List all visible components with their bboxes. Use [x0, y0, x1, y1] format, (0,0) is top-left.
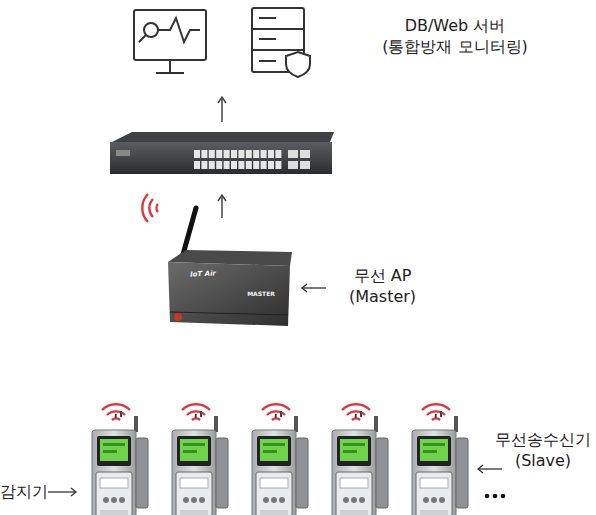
switch-port: [224, 150, 230, 158]
wireless-ap: [168, 208, 292, 326]
switch-port: [246, 150, 252, 158]
switch-port: [253, 161, 259, 169]
leader-arrow: [302, 284, 326, 292]
detector-device: [92, 411, 148, 515]
switch-port: [261, 150, 267, 158]
leader-arrow: [48, 465, 502, 496]
detector-device: [172, 411, 228, 515]
switch-port: [246, 161, 252, 169]
device-group: 무선 AP (Master): [160, 198, 435, 338]
part-label: 무선송수신기 (Slave): [490, 430, 596, 472]
network-switch: [110, 132, 334, 174]
detector-device: [332, 411, 388, 515]
switch-port: [216, 161, 222, 169]
device-caption: 무선 AP (Master): [335, 266, 430, 308]
switch-port: [216, 150, 222, 158]
switch-port: [231, 150, 237, 158]
switch-port: [268, 150, 274, 158]
switch-port: [261, 161, 267, 169]
part-label: 감지기: [0, 482, 46, 503]
switch-port: [224, 161, 230, 169]
switch-port: [201, 150, 207, 158]
switch-port: [209, 161, 215, 169]
detector-device: [252, 411, 308, 515]
switch-port: [268, 161, 274, 169]
ellipsis-dots: [485, 494, 506, 499]
switch-port: [275, 161, 281, 169]
switch-port: [238, 150, 244, 158]
switch-port: [231, 161, 237, 169]
server-icon: [252, 8, 310, 77]
device-caption: DB/Web 서버 (통합방재 모니터링): [375, 16, 535, 58]
switch-port: [238, 161, 244, 169]
detector-device: [412, 411, 468, 515]
monitor-icon: [134, 10, 206, 73]
switch-port: [194, 161, 200, 169]
switch-port: [201, 161, 207, 169]
switch-port: [194, 150, 200, 158]
device-brand: MASTER: [236, 290, 286, 298]
switch-port: [275, 150, 281, 158]
switch-port: [209, 150, 215, 158]
switch-port: [253, 150, 259, 158]
device-group: DB/Web 서버 (통합방재 모니터링): [125, 0, 535, 90]
